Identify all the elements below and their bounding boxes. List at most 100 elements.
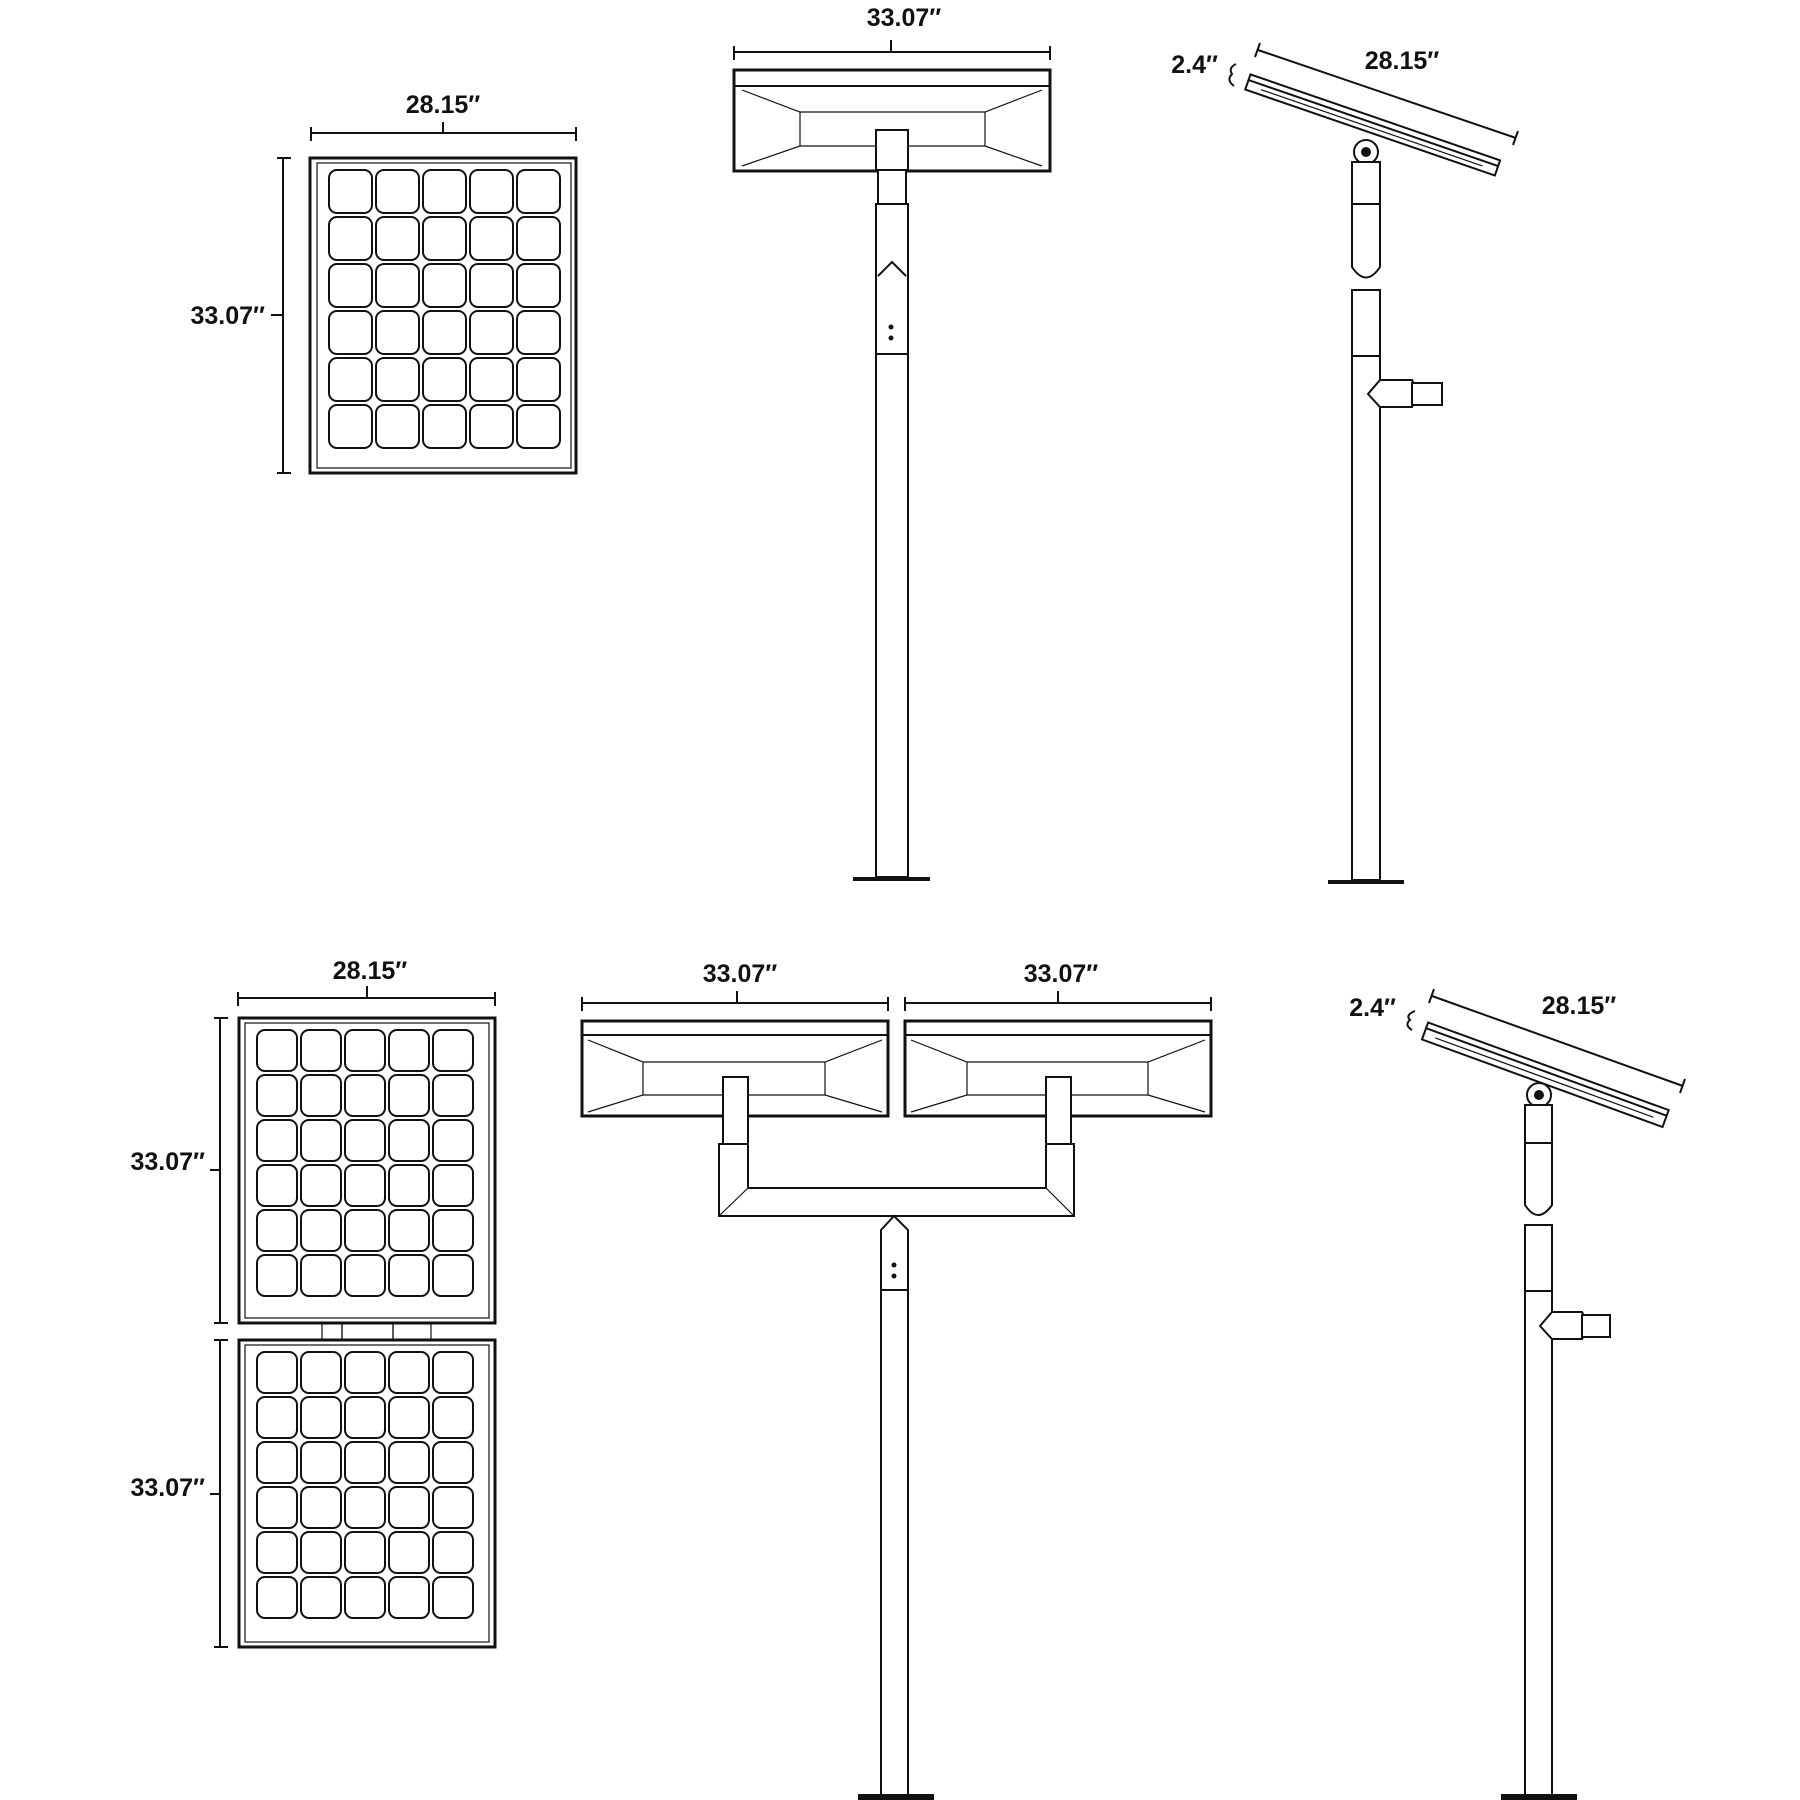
double-side-upper-pole (1524, 1224, 1553, 1292)
double-top-pole-cap (880, 1214, 909, 1291)
solar-cell (256, 1029, 298, 1072)
solar-cell (432, 1486, 474, 1529)
solar-cell (516, 310, 561, 355)
solar-cell (328, 310, 373, 355)
solar-cell (469, 357, 514, 402)
single-side-pole (1351, 355, 1381, 881)
solar-cell (344, 1396, 386, 1439)
solar-cell (344, 1486, 386, 1529)
solar-cell (300, 1164, 342, 1207)
solar-cell (256, 1441, 298, 1484)
double-top-right-length-dimension: 33.07″ (904, 960, 1212, 1011)
solar-cell (344, 1254, 386, 1297)
double-front-width-dimension: 28.15″ (237, 957, 496, 1006)
double-top-pole (880, 1289, 909, 1796)
double-pole-side-view: 2.4″ 28.15″ (1349, 988, 1686, 1800)
double-side-pole (1524, 1290, 1553, 1796)
solar-cell (256, 1351, 298, 1394)
solar-cell (388, 1531, 430, 1574)
double-upper-panel-cells (256, 1029, 474, 1297)
solar-cell (432, 1074, 474, 1117)
solar-cell (344, 1351, 386, 1394)
double-top-left-length-dimension: 33.07″ (581, 960, 889, 1011)
double-top-left-length-label: 33.07″ (703, 960, 778, 988)
single-front-width-dimension: 28.15″ (310, 91, 577, 141)
double-side-knuckle (1524, 1104, 1553, 1144)
double-panel-connector (321, 1322, 432, 1341)
solar-cell (422, 357, 467, 402)
solar-cell (328, 404, 373, 449)
double-side-light-mount (1538, 1311, 1591, 1340)
solar-cell (469, 404, 514, 449)
single-side-width-label: 28.15″ (1365, 47, 1440, 75)
solar-cell (300, 1396, 342, 1439)
single-panel-inner-frame (316, 162, 572, 469)
solar-cell (516, 404, 561, 449)
solar-cell (375, 404, 420, 449)
solar-cell (300, 1119, 342, 1162)
single-side-thickness-label: 2.4″ (1171, 51, 1218, 79)
double-front-lower-height-label: 33.07″ (130, 1474, 205, 1502)
solar-cell (432, 1164, 474, 1207)
single-front-height-label: 33.07″ (190, 302, 265, 330)
solar-cell (256, 1254, 298, 1297)
solar-cell (344, 1576, 386, 1619)
double-pole-top-view: 33.07″ 33.07″ (580, 960, 1213, 1800)
double-side-thickness-bracket (1406, 1010, 1416, 1031)
double-front-upper-height-dimension: 33.07″ (130, 1017, 228, 1324)
single-side-upper-sleeve (1351, 203, 1381, 279)
solar-cell (388, 1074, 430, 1117)
solar-cell (432, 1254, 474, 1297)
solar-cell (516, 216, 561, 261)
solar-cell (256, 1074, 298, 1117)
solar-cell (375, 310, 420, 355)
solar-cell (422, 216, 467, 261)
single-side-panel (1243, 73, 1502, 177)
single-side-upper-pole (1351, 289, 1381, 357)
double-top-crossarm (718, 1143, 1075, 1217)
solar-cell (300, 1254, 342, 1297)
solar-cell (256, 1486, 298, 1529)
double-top-right-length-label: 33.07″ (1024, 960, 1099, 988)
solar-cell (469, 169, 514, 214)
single-top-base-plate (853, 877, 930, 881)
solar-cell (375, 169, 420, 214)
solar-cell (375, 216, 420, 261)
solar-cell (300, 1531, 342, 1574)
solar-cell (328, 216, 373, 261)
solar-cell (388, 1486, 430, 1529)
double-side-panel (1420, 1021, 1670, 1129)
solar-cell (388, 1396, 430, 1439)
solar-cell (422, 169, 467, 214)
solar-cell (344, 1119, 386, 1162)
solar-cell (300, 1029, 342, 1072)
single-side-width-dimension: 28.15″ (1254, 42, 1519, 146)
solar-cell (344, 1074, 386, 1117)
double-side-upper-sleeve (1524, 1142, 1553, 1216)
double-top-base-plate (858, 1794, 934, 1800)
single-side-knuckle (1351, 161, 1381, 205)
single-top-length-dimension: 33.07″ (733, 4, 1051, 60)
solar-cell (344, 1531, 386, 1574)
solar-cell (432, 1531, 474, 1574)
single-panel-front-view: 28.15″ 33.07″ (190, 91, 578, 475)
double-side-base-plate (1501, 1794, 1577, 1800)
double-upper-panel-inner-frame (244, 1022, 490, 1319)
double-side-width-dimension: 28.15″ (1428, 988, 1686, 1094)
solar-cell (432, 1351, 474, 1394)
double-front-width-label: 28.15″ (333, 957, 408, 985)
solar-cell (432, 1441, 474, 1484)
solar-cell (388, 1351, 430, 1394)
single-side-thickness-bracket (1228, 63, 1237, 87)
double-panel-front-view: 28.15″ 33.07″ 33.07″ (130, 957, 497, 1649)
single-front-width-label: 28.15″ (406, 91, 481, 119)
solar-cell (300, 1209, 342, 1252)
single-front-height-dimension: 33.07″ (190, 157, 291, 474)
solar-cell (300, 1074, 342, 1117)
double-lower-panel-frame (237, 1338, 497, 1649)
double-side-width-label: 28.15″ (1542, 992, 1617, 1020)
double-front-lower-height-dimension: 33.07″ (130, 1339, 228, 1648)
solar-cell (422, 310, 467, 355)
solar-cell (388, 1029, 430, 1072)
